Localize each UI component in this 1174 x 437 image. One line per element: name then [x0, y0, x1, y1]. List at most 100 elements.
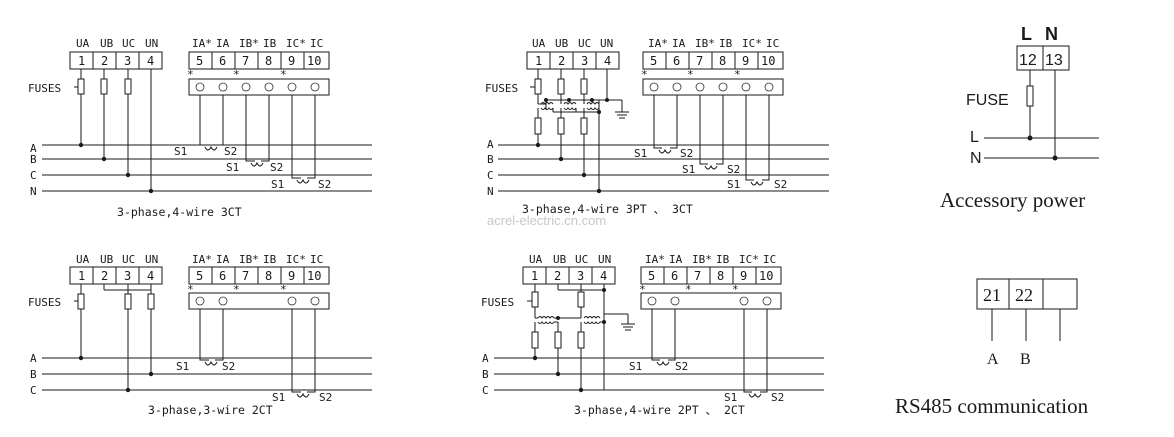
svg-text:1: 1 — [531, 269, 538, 283]
phase-a-label: A — [30, 142, 37, 155]
svg-text:S2: S2 — [222, 360, 235, 373]
svg-text:C: C — [30, 384, 37, 397]
svg-text:*: * — [734, 68, 741, 81]
svg-text:UN: UN — [600, 37, 613, 50]
terminal-12: 12 — [1019, 52, 1037, 69]
fuse-icon — [557, 117, 565, 135]
svg-text:S1: S1 — [629, 360, 642, 373]
svg-text:1: 1 — [78, 269, 85, 283]
svg-text:IA: IA — [672, 37, 686, 50]
fuse-icon — [534, 117, 542, 135]
svg-text:S1: S1 — [271, 178, 284, 191]
svg-text:S2: S2 — [270, 161, 283, 174]
fuse-icon — [531, 291, 539, 308]
phase-b-label: B — [30, 153, 37, 166]
current-terminal-block — [188, 266, 330, 285]
terminal-7: 7 — [242, 54, 249, 68]
fuse-icon — [147, 293, 155, 310]
header-ic: IC — [310, 37, 323, 50]
svg-text:UC: UC — [575, 253, 588, 266]
fuses-label: FUSES — [481, 296, 514, 309]
svg-text:IA*: IA* — [192, 253, 212, 266]
svg-text:IB: IB — [263, 253, 277, 266]
terminal-1: 1 — [78, 54, 85, 68]
svg-text:4: 4 — [147, 269, 154, 283]
fuse-icon — [580, 117, 588, 135]
svg-text:8: 8 — [717, 269, 724, 283]
l-label: L — [1021, 24, 1032, 44]
svg-text:A: A — [487, 138, 494, 151]
header-uc: UC — [122, 37, 135, 50]
svg-text:A: A — [30, 352, 37, 365]
svg-text:8: 8 — [265, 269, 272, 283]
svg-text:UA: UA — [529, 253, 543, 266]
terminal-10: 10 — [307, 54, 321, 68]
n-label: N — [1045, 24, 1058, 44]
svg-text:8: 8 — [719, 54, 726, 68]
svg-text:S1: S1 — [727, 178, 740, 191]
header-ia-star: IA* — [192, 37, 212, 50]
svg-text:C: C — [482, 384, 489, 397]
svg-text:IA: IA — [669, 253, 683, 266]
svg-text:B: B — [30, 368, 37, 381]
fuse-icon — [100, 78, 108, 95]
fuse-icon — [534, 78, 542, 95]
svg-text:S1: S1 — [682, 163, 695, 176]
svg-text:IC*: IC* — [742, 37, 762, 50]
header-un: UN — [145, 37, 158, 50]
rs485-diagram: 21 22 A B RS485 communication — [895, 278, 1089, 418]
svg-text:*: * — [641, 68, 648, 81]
svg-text:S2: S2 — [727, 163, 740, 176]
svg-text:S2: S2 — [319, 391, 332, 404]
current-terminal-block — [642, 51, 784, 70]
svg-text:A: A — [482, 352, 489, 365]
svg-text:UN: UN — [598, 253, 611, 266]
terminal-13: 13 — [1045, 52, 1063, 69]
ct-connection-row — [188, 292, 330, 310]
svg-text:IC: IC — [763, 253, 776, 266]
svg-text:S2: S2 — [318, 178, 331, 191]
svg-text:*: * — [187, 68, 194, 81]
svg-text:6: 6 — [671, 269, 678, 283]
svg-text:2: 2 — [101, 269, 108, 283]
fuse-icon — [557, 78, 565, 95]
ct-connection-row — [642, 78, 784, 96]
terminal-3: 3 — [124, 54, 131, 68]
svg-text:*: * — [732, 283, 739, 296]
svg-text:*: * — [639, 283, 646, 296]
svg-text:UC: UC — [122, 253, 135, 266]
svg-text:7: 7 — [696, 54, 703, 68]
svg-text:*: * — [187, 283, 194, 296]
svg-text:IC*: IC* — [739, 253, 759, 266]
svg-text:S1: S1 — [176, 360, 189, 373]
terminal-9: 9 — [288, 54, 295, 68]
svg-text:UB: UB — [100, 253, 114, 266]
rs485-terminal-block — [976, 278, 1078, 310]
svg-text:6: 6 — [219, 269, 226, 283]
current-terminal-block — [188, 51, 330, 70]
svg-text:5: 5 — [648, 269, 655, 283]
svg-text:S2: S2 — [675, 360, 688, 373]
svg-text:*: * — [685, 283, 692, 296]
current-terminal-block — [640, 266, 782, 285]
svg-text:S2: S2 — [224, 145, 237, 158]
svg-text:9: 9 — [742, 54, 749, 68]
svg-text:S2: S2 — [774, 178, 787, 191]
header-ic-star: IC* — [286, 37, 306, 50]
terminal-21: 21 — [983, 285, 1001, 305]
rs485-b-label: B — [1020, 351, 1031, 368]
terminal-8: 8 — [265, 54, 272, 68]
fuse-icon — [554, 331, 562, 349]
ct-connection-row — [640, 292, 782, 310]
phase-n-label: N — [30, 185, 37, 198]
svg-text:10: 10 — [307, 269, 321, 283]
svg-text:IC: IC — [310, 253, 323, 266]
header-ia: IA — [216, 37, 230, 50]
fuse-icon — [1026, 85, 1034, 107]
svg-text:5: 5 — [196, 269, 203, 283]
svg-text:IC*: IC* — [286, 253, 306, 266]
svg-text:7: 7 — [242, 269, 249, 283]
terminal-2: 2 — [101, 54, 108, 68]
